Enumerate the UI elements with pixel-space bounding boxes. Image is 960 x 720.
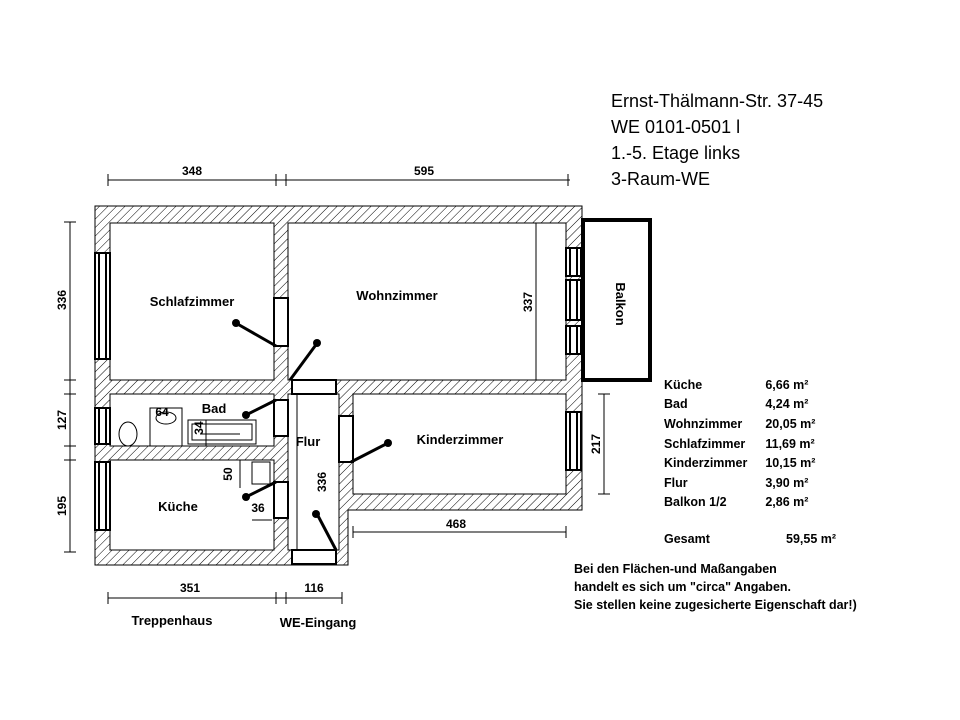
note-line: Sie stellen keine zugesicherte Eigenscha…: [574, 598, 857, 612]
area-row: Kinderzimmer 10,15 m²: [664, 453, 815, 473]
room-flur: Flur: [296, 434, 321, 449]
area-name: Schlafzimmer: [664, 436, 746, 451]
area-row: Balkon 1/2 2,86 m²: [664, 493, 815, 513]
area-row: Flur 3,90 m²: [664, 473, 815, 493]
dim-bottom-left: 351: [180, 581, 200, 595]
dim-top-right: 595: [414, 164, 434, 178]
note-line: Bei den Flächen-und Maßangaben: [574, 562, 777, 576]
area-value: 10,15 m²: [765, 456, 816, 471]
dim-bottom-right: 116: [304, 581, 324, 595]
title-unit: WE 0101-0501 l: [611, 117, 741, 137]
dim-wohn-height: 337: [521, 292, 535, 312]
dim-left-top: 336: [55, 290, 69, 310]
total-label: Gesamt: [664, 532, 710, 546]
title-type: 3-Raum-WE: [611, 169, 711, 189]
note-line: handelt es sich um "circa" Angaben.: [574, 580, 792, 594]
room-kueche: Küche: [158, 499, 198, 514]
area-name: Wohnzimmer: [664, 416, 743, 431]
area-value: 4,24 m²: [765, 397, 809, 412]
doors: [273, 297, 354, 565]
area-name: Kinderzimmer: [664, 456, 748, 471]
dim-kueche-50: 50: [221, 467, 235, 481]
area-value: 2,86 m²: [765, 495, 809, 510]
windows: [94, 247, 582, 531]
balcony: [581, 218, 652, 382]
dim-kueche-36: 36: [251, 501, 265, 515]
title-floor: 1.-5. Etage links: [611, 143, 741, 163]
area-value: 11,69 m²: [765, 436, 815, 451]
area-value: 3,90 m²: [765, 475, 809, 490]
dim-bad-64: 64: [155, 405, 169, 419]
area-row: Schlafzimmer 11,69 m²: [664, 434, 815, 454]
dim-flur-height: 336: [315, 472, 329, 492]
label-treppenhaus: Treppenhaus: [132, 613, 213, 628]
area-value: 20,05 m²: [765, 416, 816, 431]
area-value: 6,66 m²: [765, 377, 809, 392]
area-table: Küche 6,66 m² Bad 4,24 m² Wohnzimmer 20,05 …: [664, 375, 815, 512]
interior-dims: [200, 222, 610, 550]
dim-bad-34: 34: [192, 421, 206, 435]
area-row: Küche 6,66 m²: [664, 375, 815, 395]
dim-left-bottom: 195: [55, 496, 69, 516]
area-name: Balkon 1/2: [664, 495, 727, 510]
room-kinderzimmer: Kinderzimmer: [417, 432, 504, 447]
room-bad: Bad: [202, 401, 227, 416]
title-address: Ernst-Thälmann-Str. 37-45: [611, 91, 824, 111]
disclaimer-note: Bei den Flächen-und Maßangaben handelt e…: [574, 560, 857, 614]
total-value: 59,55 m²: [786, 532, 837, 546]
area-row: Bad 4,24 m²: [664, 395, 815, 415]
dim-kinder-height: 217: [589, 434, 603, 454]
area-name: Küche: [664, 377, 703, 392]
dim-top-left: 348: [182, 164, 202, 178]
dim-left-mid: 127: [55, 410, 69, 430]
area-total: Gesamt 59,55 m²: [664, 532, 836, 546]
title-block: Ernst-Thälmann-Str. 37-45 WE 0101-0501 l…: [611, 88, 823, 192]
area-name: Bad: [664, 397, 688, 412]
outer-dims: [64, 174, 570, 604]
area-name: Flur: [664, 475, 688, 490]
room-wohnzimmer: Wohnzimmer: [356, 288, 437, 303]
dim-kinder-width: 468: [446, 517, 466, 531]
area-row: Wohnzimmer 20,05 m²: [664, 414, 815, 434]
walls: [94, 205, 583, 566]
room-balkon: Balkon: [613, 282, 628, 325]
bath-fixtures: [118, 407, 271, 485]
label-eingang: WE-Eingang: [280, 615, 357, 630]
room-schlafzimmer: Schlafzimmer: [150, 294, 235, 309]
